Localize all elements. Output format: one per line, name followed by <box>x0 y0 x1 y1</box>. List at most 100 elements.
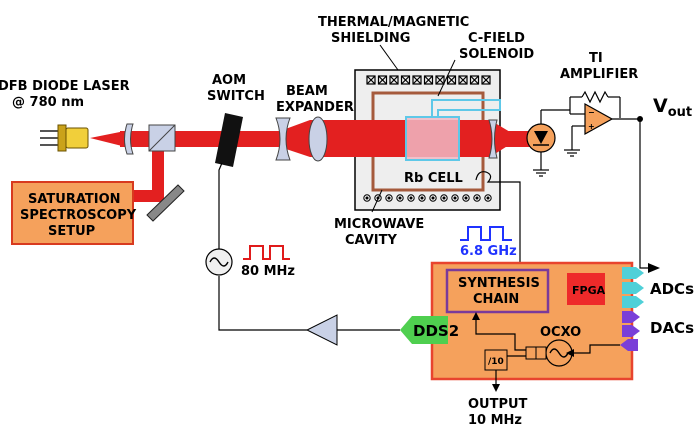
output-label-line2: 10 MHz <box>468 413 522 428</box>
ocxo-icon <box>545 339 573 367</box>
laser-beam-emitter <box>90 130 130 148</box>
winding-x-mark <box>400 75 411 85</box>
adc-ports <box>622 267 644 308</box>
rb-cell-label: Rb CELL <box>404 171 463 186</box>
ti-label-line2: AMPLIFIER <box>560 67 638 82</box>
winding-x-mark <box>446 75 457 85</box>
laser-beam-wide <box>310 120 490 157</box>
cfield-pointer <box>437 59 456 97</box>
aom-label-line1: AOM <box>212 73 246 88</box>
laser-diode-icon <box>40 124 89 152</box>
photodiode-icon <box>526 110 556 177</box>
divider-output-arrow <box>492 384 500 392</box>
aom-switch-icon <box>215 113 243 167</box>
beam-splitter-icon <box>148 124 176 152</box>
solenoid-windings-top <box>366 75 491 85</box>
splitter-to-synthesis-line <box>475 320 526 351</box>
c-field-lead <box>431 99 501 117</box>
saturation-setup-box <box>11 181 134 245</box>
aom-label-line2: SWITCH <box>207 89 265 104</box>
laser-beam-pickoff <box>152 147 164 202</box>
saturation-label-line3: SETUP <box>48 224 95 239</box>
winding-x-mark <box>423 75 434 85</box>
winding-dot-mark <box>484 194 492 202</box>
winding-dot-mark <box>462 194 470 202</box>
adcs-label: ADCs <box>650 280 694 298</box>
laser-beam-expander-cone <box>280 120 310 157</box>
dac-to-ocxo-arrow <box>566 349 574 357</box>
winding-x-mark <box>377 75 388 85</box>
dac-to-ocxo-line <box>574 344 620 354</box>
dds2-label: DDS2 <box>413 322 459 340</box>
cfield-label-line2: SOLENOID <box>459 47 534 62</box>
dacs-label: DACs <box>650 319 694 337</box>
synthesis-chain-box <box>445 268 550 314</box>
winding-dot-mark <box>363 194 371 202</box>
amp-minus: − <box>588 108 595 117</box>
fpga-label: FPGA <box>572 284 606 297</box>
microwave-label-line2: CAVITY <box>345 233 397 248</box>
laser-label-line1: DFB DIODE LASER <box>0 79 130 94</box>
synthesis-label-line1: SYNTHESIS <box>458 276 540 291</box>
winding-dot-mark <box>396 194 404 202</box>
oscillator-to-aom-line <box>218 162 223 249</box>
dac-ports <box>620 311 640 351</box>
collimating-lens-icon <box>124 123 134 155</box>
ti-amplifier-icon <box>541 90 640 157</box>
rf-amplifier-icon <box>305 314 338 346</box>
window-lens-icon <box>488 119 498 159</box>
expander-label-line1: BEAM <box>286 84 328 99</box>
amp-plus: + <box>588 122 595 131</box>
synthesis-label-line2: CHAIN <box>473 292 519 307</box>
winding-x-mark <box>366 75 376 85</box>
winding-x-mark <box>458 75 468 85</box>
winding-dot-mark <box>451 194 459 202</box>
winding-x-mark <box>481 75 491 85</box>
vout-arrow <box>648 263 660 273</box>
ocxo-splitter-icon <box>525 346 547 360</box>
beam-expander-icon <box>275 116 328 162</box>
ti-label-line1: TI <box>589 51 603 66</box>
microwave-loop <box>475 171 521 262</box>
winding-x-mark <box>435 75 445 85</box>
expander-label-line2: EXPANDER <box>276 100 354 115</box>
freq-mhz-label: 80 MHz <box>241 264 295 279</box>
winding-dot-mark <box>385 194 393 202</box>
laser-label-line2: @ 780 nm <box>12 95 84 110</box>
cfield-label-line1: C-FIELD <box>468 31 525 46</box>
shielding-label-line1: THERMAL/MAGNETIC <box>318 15 469 30</box>
solenoid-windings-bottom <box>363 194 492 202</box>
fpga-chip <box>567 273 605 305</box>
shielding-pointer <box>379 44 399 71</box>
laser-beam-focus <box>490 120 520 157</box>
winding-x-mark <box>389 75 399 85</box>
saturation-label-line2: SPECTROSCOPY <box>20 208 137 223</box>
mirror-icon <box>146 184 185 222</box>
pulse-80mhz-icon <box>243 245 290 260</box>
winding-x-mark <box>469 75 480 85</box>
synthesis-input-arrow <box>472 312 480 320</box>
amp-to-aom-line <box>218 276 307 331</box>
winding-dot-mark <box>429 194 437 202</box>
microwave-label-line1: MICROWAVE <box>334 217 424 232</box>
dds2-block <box>400 316 448 344</box>
ocxo-label: OCXO <box>540 325 581 340</box>
shielding-label-line2: SHIELDING <box>331 31 410 46</box>
pulse-6-8ghz-icon <box>460 226 512 241</box>
rb-cell <box>405 116 460 161</box>
winding-dot-mark <box>418 194 426 202</box>
rf-oscillator-icon <box>205 248 233 276</box>
winding-x-mark <box>412 75 422 85</box>
output-label-line1: OUTPUT <box>468 397 528 412</box>
saturation-label-line1: SATURATION <box>28 192 121 207</box>
laser-beam-to-saturation <box>130 190 164 202</box>
microwave-pointer <box>371 189 383 213</box>
winding-dot-mark <box>473 194 481 202</box>
vout-label: Vout <box>653 95 692 120</box>
winding-dot-mark <box>407 194 415 202</box>
divider-label: /10 <box>488 357 504 367</box>
winding-dot-mark <box>440 194 448 202</box>
vout-to-adc-line <box>639 119 648 269</box>
